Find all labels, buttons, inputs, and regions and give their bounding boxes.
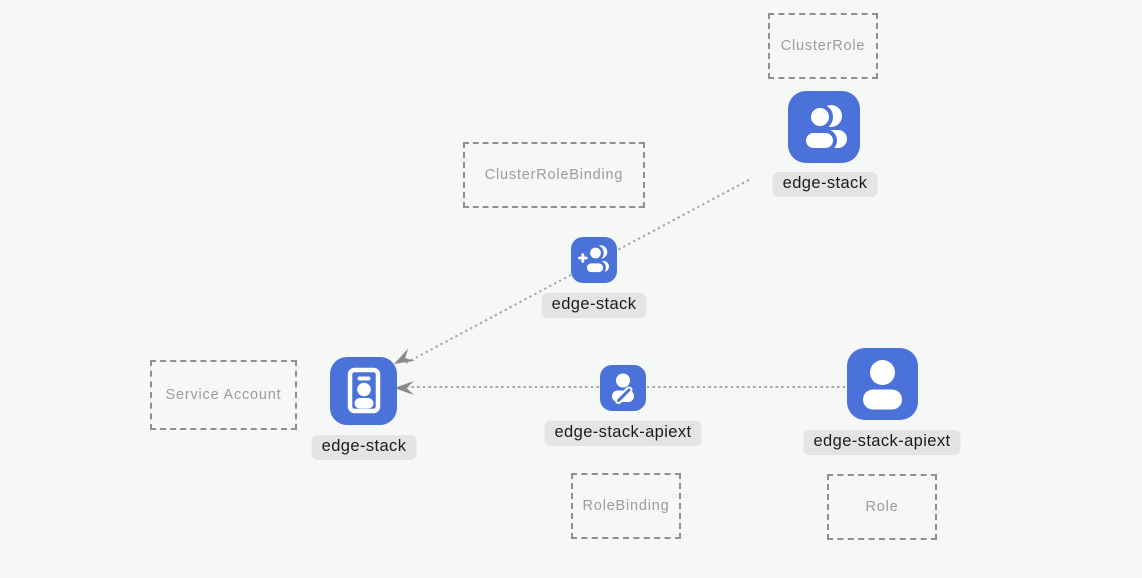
type-box-role: Role	[827, 474, 937, 540]
node-label-rolebinding: edge-stack-apiext	[544, 421, 702, 446]
type-box-clusterrole: ClusterRole	[768, 13, 878, 79]
node-serviceaccount-edge-stack	[330, 357, 397, 425]
node-label-role: edge-stack-apiext	[803, 430, 961, 455]
type-box-service-account-label: Service Account	[165, 387, 282, 403]
arrowhead-icon	[394, 348, 415, 364]
type-box-clusterrolebinding: ClusterRoleBinding	[463, 142, 645, 208]
node-clusterrole-edge-stack	[788, 91, 860, 163]
node-rolebinding-edge-stack-apiext	[600, 365, 646, 411]
user-icon	[863, 360, 902, 410]
node-label-clusterrolebinding: edge-stack	[541, 293, 647, 318]
id-badge-icon	[347, 367, 381, 414]
type-box-service-account: Service Account	[150, 360, 297, 430]
user-plus-icon	[578, 244, 609, 275]
user-edit-icon	[612, 373, 634, 404]
type-box-rolebinding-label: RoleBinding	[582, 498, 670, 514]
type-box-clusterrole-label: ClusterRole	[780, 38, 866, 54]
node-label-serviceaccount: edge-stack	[311, 435, 417, 460]
node-clusterrolebinding-edge-stack	[571, 237, 617, 283]
type-box-rolebinding: RoleBinding	[571, 473, 681, 539]
users-icon	[802, 104, 847, 152]
node-role-edge-stack-apiext	[847, 348, 918, 420]
type-box-role-label: Role	[865, 499, 899, 515]
type-box-clusterrolebinding-label: ClusterRoleBinding	[484, 167, 624, 183]
arrowhead-icon	[394, 381, 414, 395]
node-label-clusterrole: edge-stack	[772, 172, 878, 197]
